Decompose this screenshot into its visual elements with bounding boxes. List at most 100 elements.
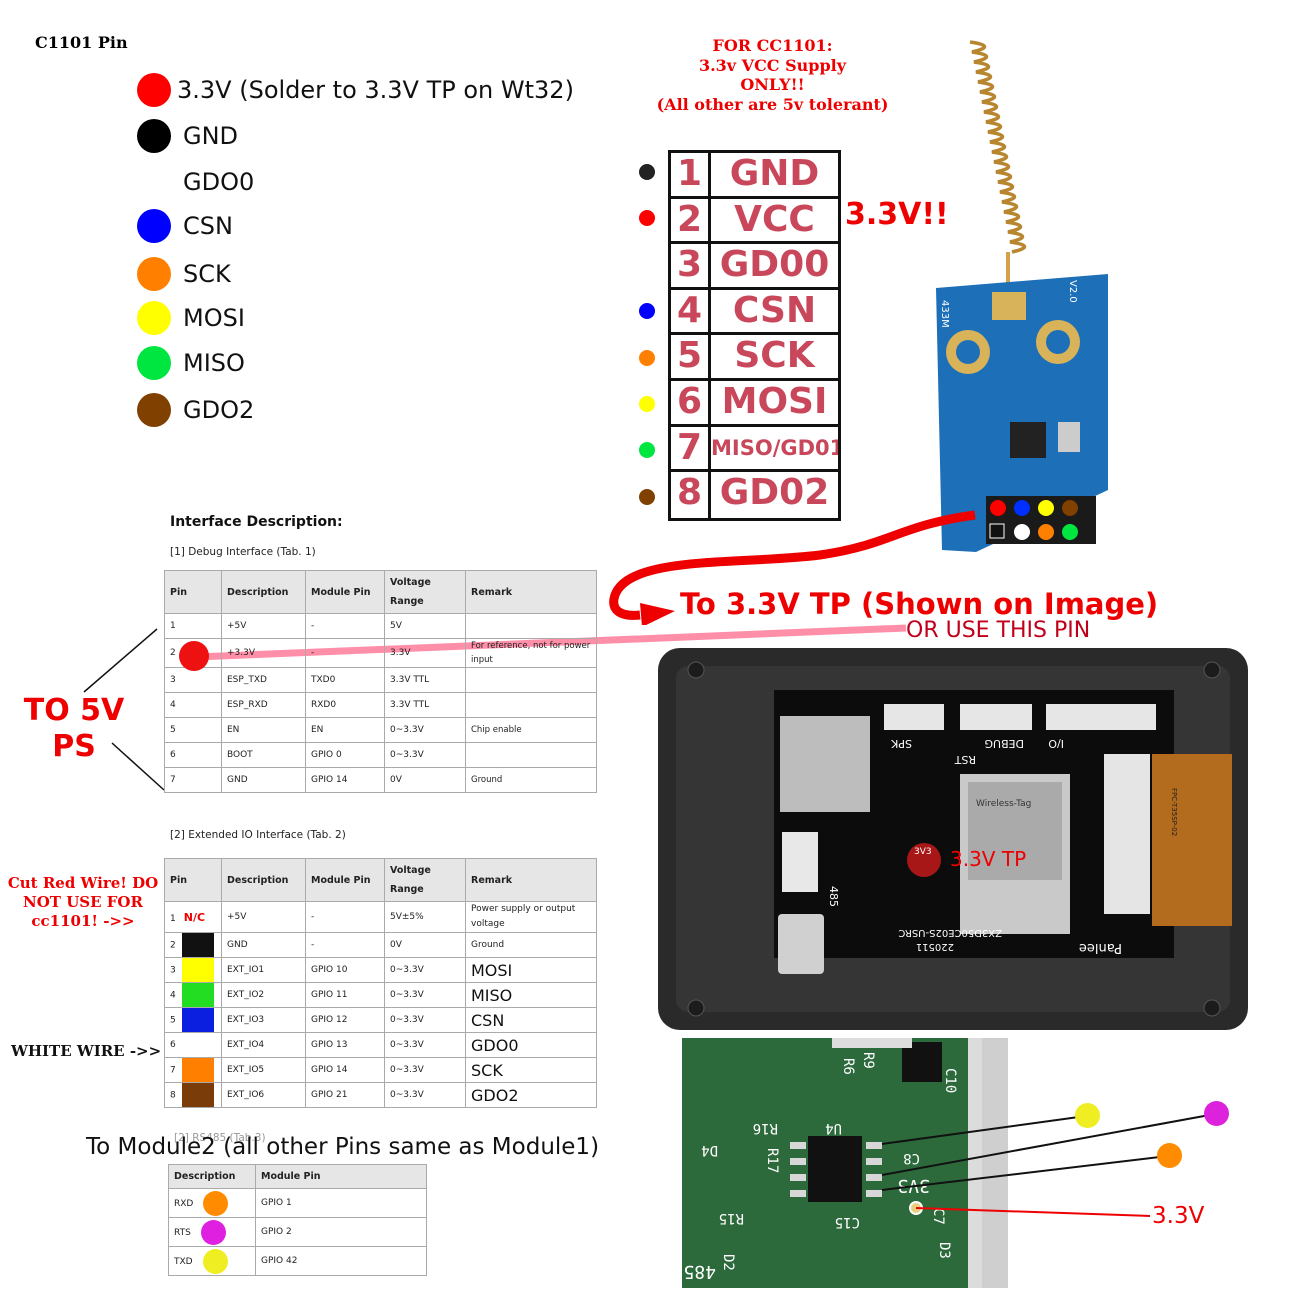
table-cell: RXD0 (305, 692, 385, 718)
table-cell: 5V±5% (384, 901, 466, 933)
pcb-zoom-image: R16 R17 R15 C15 C8 3V3 U4 C10 D4 D2 485 … (682, 1038, 1008, 1288)
pin-number: 8 (671, 472, 711, 518)
table-cell (465, 692, 597, 718)
pin-number: 4 (671, 289, 711, 333)
legend-color-dot (137, 119, 171, 153)
pin-color-dot (639, 349, 655, 366)
function-label: SCK (471, 1060, 503, 1080)
legend-item: GDO0 (137, 162, 254, 202)
table-row: 1+5V-5V (164, 613, 597, 639)
pin-cell: 3 (164, 957, 222, 983)
pin2-red-dot (179, 641, 209, 671)
zoom-r6: R6 (840, 1058, 856, 1075)
function-label: MOSI (471, 960, 513, 980)
table-cell: 3.3V TTL (384, 692, 466, 718)
tab3-caption: [2] RS485 (Tab.3) (174, 1132, 266, 1144)
table-cell: 3.3V (384, 638, 466, 668)
pin-cell: 2 (164, 932, 222, 958)
pin-number: 5 (170, 1015, 176, 1026)
zoom-3v3: 3V3 (897, 1175, 930, 1196)
zoom-r15: R15 (719, 1210, 744, 1226)
table-cell: 4 (164, 692, 222, 718)
table-cell: GPIO 0 (305, 742, 385, 768)
table-cell: 3.3V TTL (384, 667, 466, 693)
pin-number: 1 (671, 153, 711, 196)
table-cell: EXT_IO6 (221, 1082, 306, 1108)
legend-title: C1101 Pin (35, 33, 128, 52)
remark-cell: Ground (465, 932, 597, 958)
zoom-d4: D4 (701, 1142, 718, 1158)
zoom-r17: R17 (764, 1148, 780, 1173)
tp-3v3-marker (907, 843, 941, 877)
table-cell: GPIO 12 (305, 1007, 385, 1033)
pin-name: GD02 (719, 472, 830, 514)
interface-heading: Interface Description: (170, 514, 343, 530)
table-cell: 0V (384, 767, 466, 793)
table-header-cell: Pin (164, 858, 222, 902)
zoom-c8: C8 (903, 1150, 920, 1166)
table-cell: TXD (168, 1246, 256, 1276)
pin-color-dot (639, 396, 655, 412)
remark-cell: Power supply or output voltage (465, 901, 597, 933)
table-cell: 0~3.3V (384, 957, 466, 983)
table-cell (465, 742, 597, 768)
pin-number: 7 (170, 1065, 176, 1076)
pin-color-dot (639, 442, 655, 459)
pin-number: 4 (170, 990, 176, 1001)
legend-item: 3.3V (Solder to 3.3V TP on Wt32) (137, 70, 574, 110)
zoom-c10: C10 (942, 1068, 958, 1093)
signal-name: RTS (174, 1227, 191, 1238)
to-5v-label: TO 5V PS (23, 693, 125, 764)
table-cell: EN (221, 717, 306, 743)
pin-number: 2 (671, 198, 711, 242)
pin-color-dot (639, 488, 655, 505)
silk-date: 220511 (916, 941, 954, 952)
pin-number: 8 (170, 1090, 176, 1101)
table-cell: ESP_TXD (221, 667, 306, 693)
zoom-dot-txd (1075, 1103, 1100, 1128)
table-cell: 5 (164, 717, 222, 743)
table-cell: 0~3.3V (384, 717, 466, 743)
table-cell: GPIO 2 (255, 1217, 427, 1247)
zoom-d2: D2 (720, 1254, 736, 1271)
legend-color-dot (137, 346, 171, 380)
silk-wireless-tag: Wireless-Tag (976, 799, 1031, 809)
wire-color-swatch (181, 933, 214, 957)
legend-label: GDO0 (183, 168, 255, 196)
table-header-cell: Remark (465, 858, 597, 902)
legend-color-dot (137, 393, 171, 427)
table-cell: RTS (168, 1217, 256, 1247)
table-cell: 0V (384, 932, 466, 958)
table-cell: TXD0 (305, 667, 385, 693)
wire-color-swatch (181, 1008, 214, 1032)
remark-cell: GDO2 (465, 1082, 597, 1108)
vcc-note: 3.3V!! (845, 197, 949, 232)
table-cell: EN (305, 717, 385, 743)
table-header-cell: Remark (465, 570, 597, 614)
signal-name: TXD (174, 1256, 193, 1267)
legend-color-dot (137, 301, 171, 335)
pin-name: MISO/GD01 (711, 435, 838, 460)
legend-item: GND (137, 116, 238, 156)
wire-color-swatch (181, 1083, 214, 1107)
pin-number: 1 (170, 913, 176, 924)
table-cell: 7 (164, 767, 222, 793)
zoom-u4: U4 (825, 1120, 842, 1136)
module-silk: 433M (939, 300, 950, 328)
table-cell: EXT_IO2 (221, 982, 306, 1008)
zoom-r9: R9 (860, 1052, 876, 1069)
table-cell: - (305, 932, 385, 958)
table-cell: 6 (164, 742, 222, 768)
table-cell: +5V (221, 613, 306, 639)
table-cell: GND (221, 767, 306, 793)
